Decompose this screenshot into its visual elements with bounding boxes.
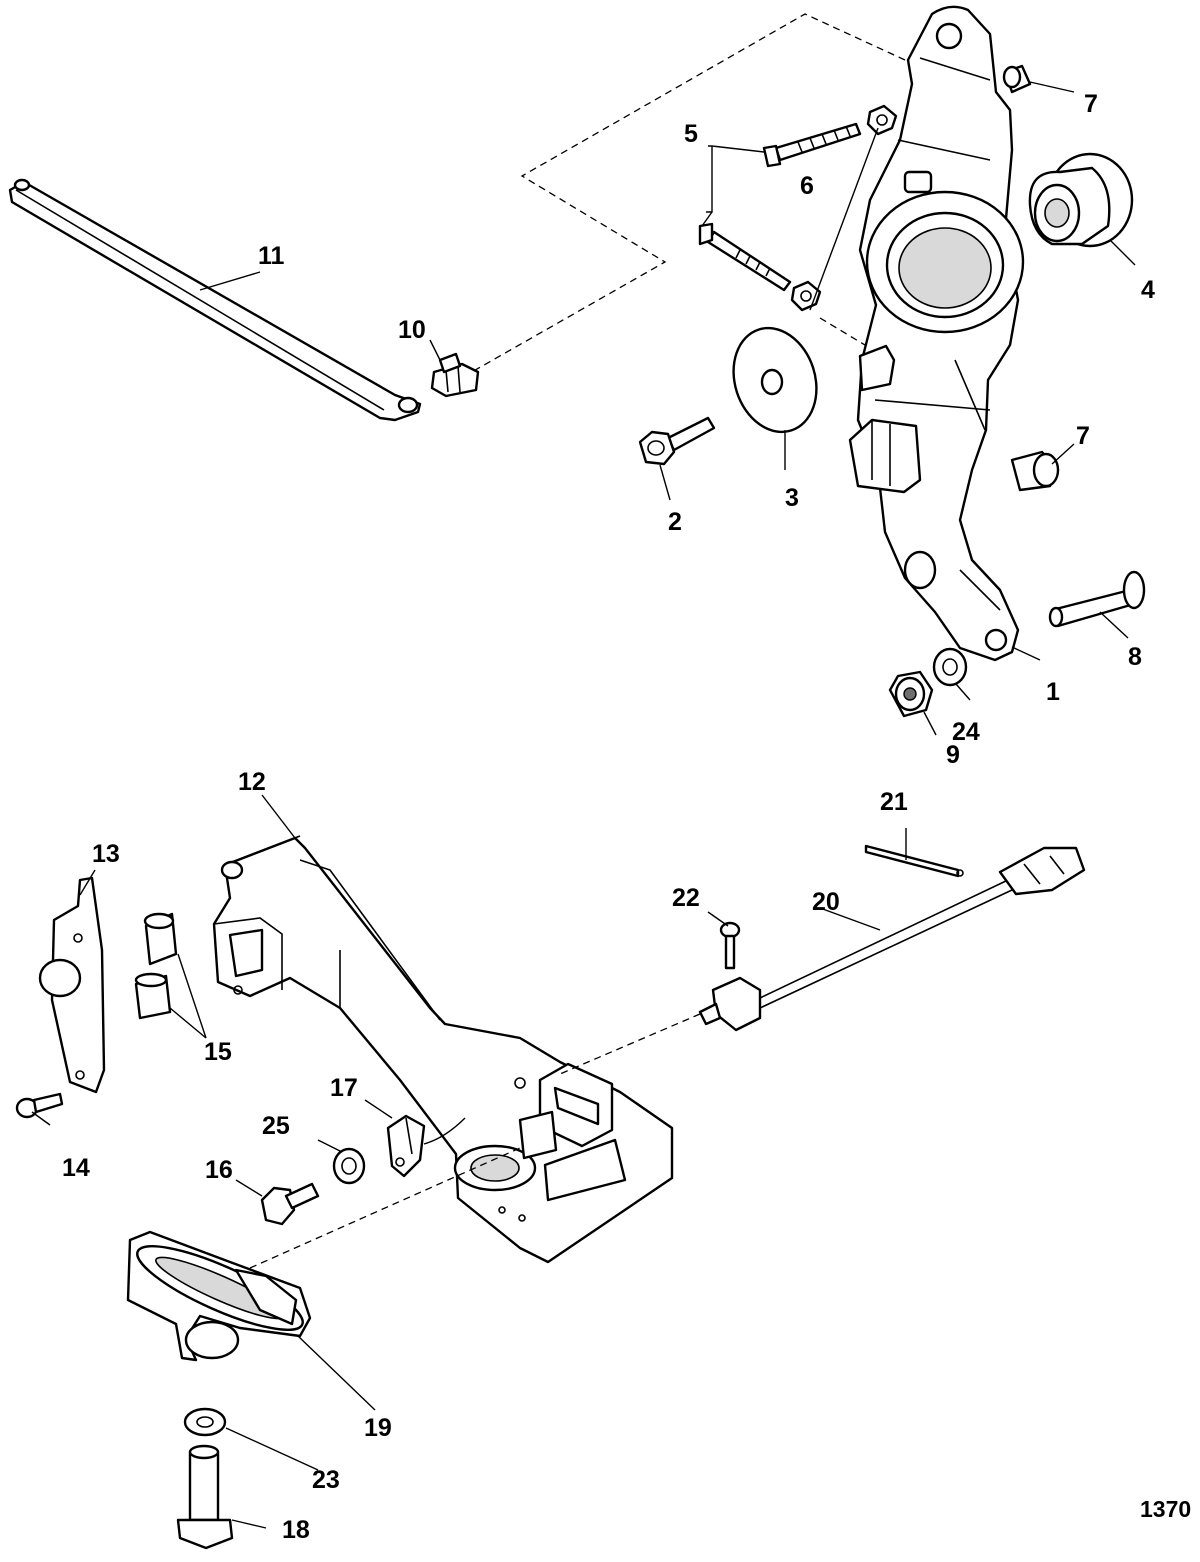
callout-13: 13: [92, 840, 120, 868]
callout-18: 18: [282, 1516, 310, 1544]
screw-2: [638, 416, 716, 466]
callout-12: 12: [238, 768, 266, 796]
washer-23: [183, 1407, 227, 1437]
cable-tie-21: [864, 844, 964, 878]
link-rod: [8, 178, 422, 422]
callout-24: 24: [952, 718, 980, 746]
bushing-15-upper: [143, 912, 178, 966]
locknut-9: [888, 670, 934, 718]
callout-8: 8: [1128, 643, 1142, 671]
callout-10: 10: [398, 316, 426, 344]
callout-15: 15: [204, 1038, 232, 1066]
bushing-15-lower: [134, 972, 172, 1020]
bushing-4: [1028, 152, 1134, 248]
callout-4: 4: [1141, 276, 1155, 304]
callout-16: 16: [205, 1156, 233, 1184]
callout-7-upper: 7: [1084, 90, 1098, 118]
clamp-17: [386, 1114, 466, 1178]
switch-harness-20: [698, 846, 1086, 1032]
sleeve-7-upper: [1002, 64, 1032, 94]
bolt-18: [176, 1444, 234, 1550]
plate-13: [38, 876, 106, 1094]
sleeve-7-lower: [1010, 450, 1060, 492]
assembly-dash-outline: [469, 13, 906, 374]
figure-number: 1370: [1140, 1496, 1191, 1522]
rod-clip: [430, 352, 480, 398]
washer-24: [932, 647, 968, 687]
hex-nut-6-upper: [866, 104, 898, 136]
washer-25: [332, 1147, 366, 1185]
bolt-16: [260, 1182, 320, 1226]
callout-22: 22: [672, 884, 700, 912]
screw-22: [719, 921, 741, 970]
callout-21: 21: [880, 788, 908, 816]
pivot-bolt-8: [1048, 570, 1146, 628]
leader-lines: [31, 81, 1136, 1529]
callout-23: 23: [312, 1466, 340, 1494]
callout-14: 14: [62, 1154, 90, 1182]
callout-2: 2: [668, 508, 682, 536]
screw-14: [15, 1092, 64, 1119]
dash-washer-to-arm: [819, 317, 871, 349]
callout-1: 1: [1046, 678, 1060, 706]
shift-arm: [848, 5, 1025, 662]
callout-7-lower: 7: [1076, 422, 1090, 450]
dash-mount-to-bracket: [249, 1147, 521, 1269]
callout-20: 20: [812, 888, 840, 916]
callout-6: 6: [800, 172, 814, 200]
callout-11: 11: [258, 242, 285, 270]
callout-5: 5: [684, 120, 698, 148]
screw-5-lower: [698, 222, 792, 292]
callout-labels: 1 2 3 4 5 6 7 7 8 9 10 11 12 13 14 15 16…: [62, 90, 1191, 1544]
washer-3: [732, 326, 818, 434]
callout-9: 9: [946, 741, 960, 769]
screw-5-upper: [762, 122, 862, 168]
callout-25: 25: [262, 1112, 290, 1140]
callout-17: 17: [330, 1074, 358, 1102]
dash-switch-to-bracket: [559, 1013, 701, 1075]
mount-19: [126, 1230, 312, 1362]
callout-3: 3: [785, 484, 799, 512]
callout-19: 19: [364, 1414, 392, 1442]
lower-bracket: [212, 835, 674, 1264]
